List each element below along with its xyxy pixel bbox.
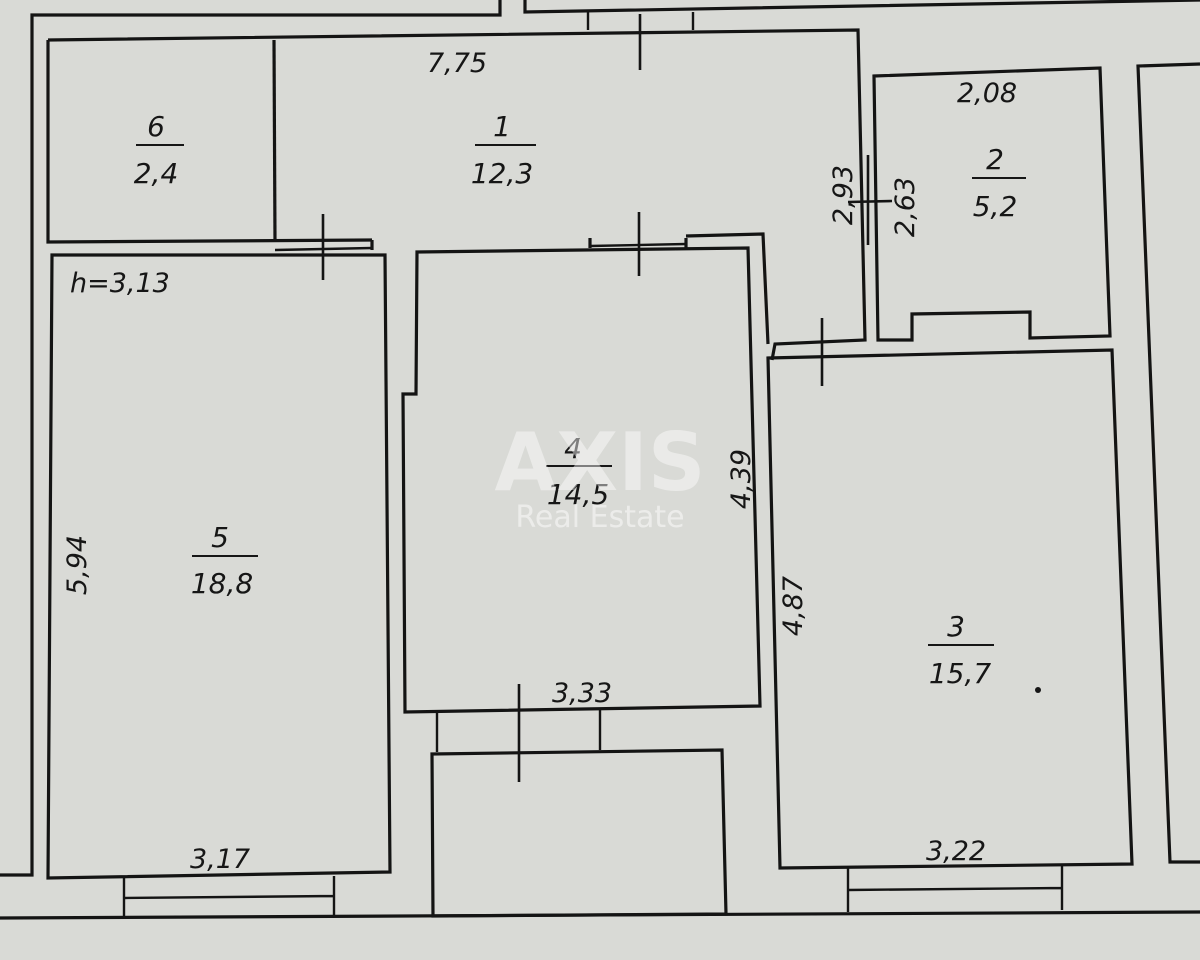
room-6-walls (46, 40, 373, 244)
dim-room-3-depth: 4,87 (778, 576, 809, 636)
dim-corridor-length: 7,75 (427, 48, 487, 79)
dim-room-5-depth: 5,94 (62, 535, 93, 595)
partition-6-1 (272, 39, 277, 243)
room-5-number: 5 (211, 521, 229, 554)
balcony-4-door (435, 710, 602, 752)
room-4-walls (401, 246, 762, 714)
neighbour-right-wall (1136, 62, 1200, 864)
room-3-area: 15,7 (929, 657, 992, 690)
room-6-number: 6 (147, 110, 165, 143)
room-3-walls (766, 348, 1134, 870)
room-1-number: 1 (493, 110, 511, 143)
room-6-area: 2,4 (134, 157, 179, 190)
outer-wall-top (523, 0, 1200, 14)
balcony-4 (430, 748, 728, 918)
door-tick-room-2-h (847, 199, 893, 204)
dim-room-5-width: 3,17 (190, 844, 250, 875)
room-3-number: 3 (947, 610, 965, 643)
room-5-area: 18,8 (191, 567, 253, 600)
ceiling-height-label: h=3,13 (70, 268, 170, 299)
dim-room-3-width: 3,22 (926, 836, 986, 867)
dim-bath-depth: 2,63 (890, 177, 921, 237)
room-2-area: 5,2 (973, 190, 1018, 223)
room-2-walls (872, 66, 1112, 342)
watermark-brand: AXIS (495, 416, 706, 509)
balcony-5 (122, 876, 336, 918)
room-1-walls (47, 28, 867, 361)
room-4-number: 4 (564, 432, 582, 465)
entrance-door (586, 12, 695, 30)
room-2-number: 2 (986, 143, 1004, 176)
dim-bath-width: 2,08 (957, 78, 1017, 109)
watermark-subtitle: Real Estate (515, 500, 684, 535)
dim-corridor-depth: 2,93 (828, 165, 859, 225)
room-5-walls (46, 253, 392, 880)
room-4-area: 14,5 (547, 478, 609, 511)
balcony-3 (846, 866, 1064, 912)
corridor-south-wall (370, 232, 770, 345)
room-1-area: 12,3 (471, 157, 533, 190)
dim-room-4-depth: 4,39 (726, 449, 757, 509)
outer-wall-left (0, 0, 502, 877)
mark-dot (1035, 687, 1041, 693)
dim-room-4-width: 3,33 (552, 678, 612, 709)
